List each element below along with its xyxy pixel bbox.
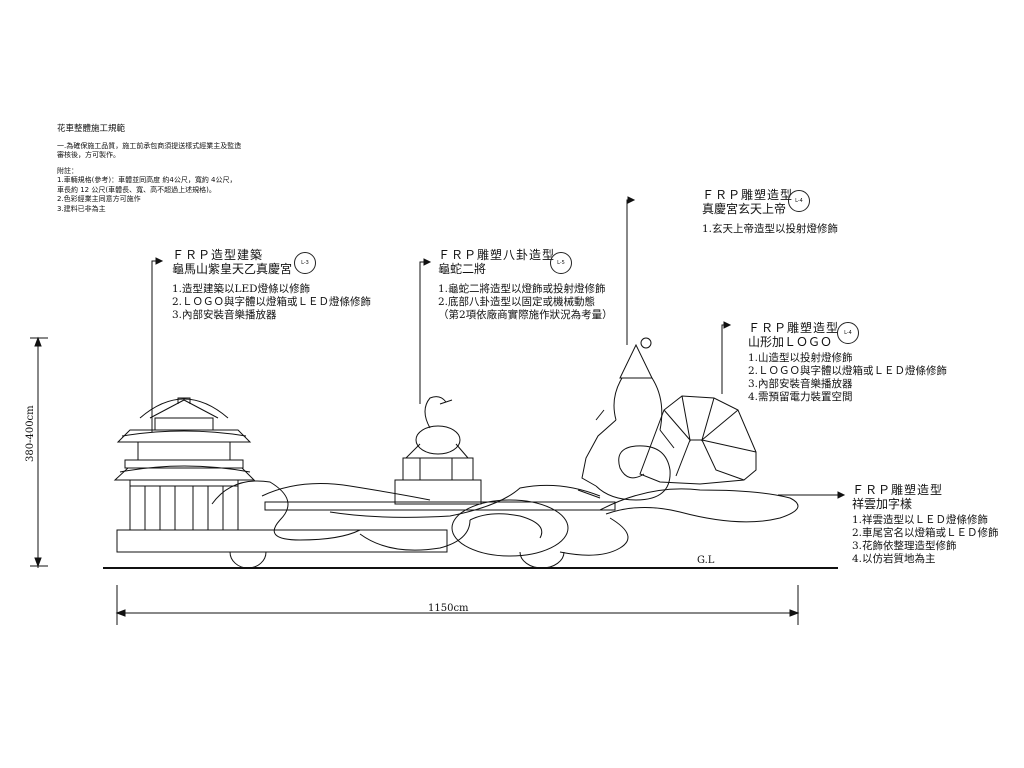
label-item: 3.內部安裝音樂播放器 xyxy=(172,309,277,321)
notes-line: 一.為確保施工品質，施工前承包商須提送樣式經業主及監造 xyxy=(57,141,242,150)
label-temple: ＦＲＰ造型建築 龜馬山紫皇天乙真慶宮 1.造型建築以LED燈條以修飾 2.ＬＯＧ… xyxy=(172,249,371,322)
label-subtitle: 祥雲加字樣 xyxy=(852,497,913,511)
mountain-drawing xyxy=(639,395,757,485)
notes-appendix-line: 3.建料已非為主 xyxy=(57,204,106,213)
notes-appendix-line: 1.車輛規格(參考)：車體並同高度 約4公尺，寬約 4公尺， xyxy=(57,176,237,184)
label-mountain: ＦＲＰ雕塑造型 山形加ＬＯＧＯ 1.山造型以投射燈修飾 2.ＬＯＧＯ與字體以燈箱… xyxy=(748,322,947,404)
float-base xyxy=(116,501,616,569)
label-item: （第2項依廠商實際施作狀況為考量） xyxy=(438,309,613,321)
label-item: 1.造型建築以LED燈條以修飾 xyxy=(172,283,311,295)
height-dimension-line xyxy=(30,336,48,568)
label-item: 4.以仿岩質地為主 xyxy=(852,553,936,565)
label-deity: ＦＲＰ雕塑造型 真慶宮玄天上帝 1.玄天上帝造型以投射燈修飾 xyxy=(702,189,838,236)
label-item: 1.祥雲造型以ＬＥＤ燈條修飾 xyxy=(852,514,989,526)
temple-drawing xyxy=(113,397,256,531)
label-subtitle: 山形加ＬＯＧＯ xyxy=(748,335,833,349)
length-dimension-line xyxy=(115,585,800,625)
notes-title: 花車整體施工規範 xyxy=(57,124,126,134)
construction-notes: 花車整體施工規範 一.為確保施工品質，施工前承包商須提送樣式經業主及監造 審核後… xyxy=(57,124,242,214)
label-tag: L-5 xyxy=(550,252,572,274)
notes-appendix-line: 車長約 12 公尺(車體長、寬、高不超過上述規格)。 xyxy=(57,185,216,194)
label-clouds: ＦＲＰ雕塑造型 祥雲加字樣 1.祥雲造型以ＬＥＤ燈條修飾 2.車尾宮名以燈箱或Ｌ… xyxy=(852,484,999,566)
label-subtitle: 龜馬山紫皇天乙真慶宮 xyxy=(172,262,293,276)
label-item: 4.需預留電力裝置空間 xyxy=(748,391,853,403)
label-tag: L-3 xyxy=(294,252,316,274)
label-title: ＦＲＰ雕塑造型 xyxy=(852,483,944,497)
label-item: 2.車尾宮名以燈箱或ＬＥＤ修飾 xyxy=(852,527,999,539)
label-item: 2.ＬＯＧＯ與字體以燈箱或ＬＥＤ燈條修飾 xyxy=(748,365,948,377)
label-item: 1.龜蛇二將造型以燈飾或投射燈修飾 xyxy=(438,283,606,295)
notes-appendix-line: 2.色彩經業主同意方可施作 xyxy=(57,195,141,203)
label-title: ＦＲＰ雕塑造型 xyxy=(748,321,840,335)
cloud-drawing xyxy=(211,480,799,557)
label-item: 2.ＬＯＧＯ與字體以燈箱或ＬＥＤ燈條修飾 xyxy=(172,296,372,308)
height-dimension-label: 380-400cm xyxy=(25,405,36,462)
ground-level-label: G.L xyxy=(697,555,715,566)
label-title: ＦＲＰ雕塑造型 xyxy=(702,188,794,202)
label-subtitle: 龜蛇二將 xyxy=(438,262,487,276)
label-item: 1.玄天上帝造型以投射燈修飾 xyxy=(702,223,839,235)
label-item: 3.花飾依整理造型修飾 xyxy=(852,540,957,552)
length-dimension-label: 1150cm xyxy=(428,603,469,614)
label-tag: L-4 xyxy=(788,190,810,212)
label-item: 3.內部安裝音樂播放器 xyxy=(748,378,853,390)
label-title: ＦＲＰ雕塑八卦造型 xyxy=(438,248,556,262)
notes-appendix-title: 附註： xyxy=(57,166,78,175)
label-item: 2.底部八卦造型以固定或機械動態 xyxy=(438,296,596,308)
label-title: ＦＲＰ造型建築 xyxy=(172,248,264,262)
deity-statue-drawing xyxy=(577,337,675,501)
label-tag: L-4 xyxy=(837,322,859,344)
label-turtle-snake: ＦＲＰ雕塑八卦造型 龜蛇二將 1.龜蛇二將造型以燈飾或投射燈修飾 2.底部八卦造… xyxy=(438,249,613,322)
leader-lines xyxy=(151,196,846,499)
label-item: 1.山造型以投射燈修飾 xyxy=(748,352,853,364)
notes-line: 審核後，方可製作。 xyxy=(57,151,120,159)
label-subtitle: 真慶宮玄天上帝 xyxy=(702,202,787,216)
turtle-snake-drawing xyxy=(394,396,482,505)
